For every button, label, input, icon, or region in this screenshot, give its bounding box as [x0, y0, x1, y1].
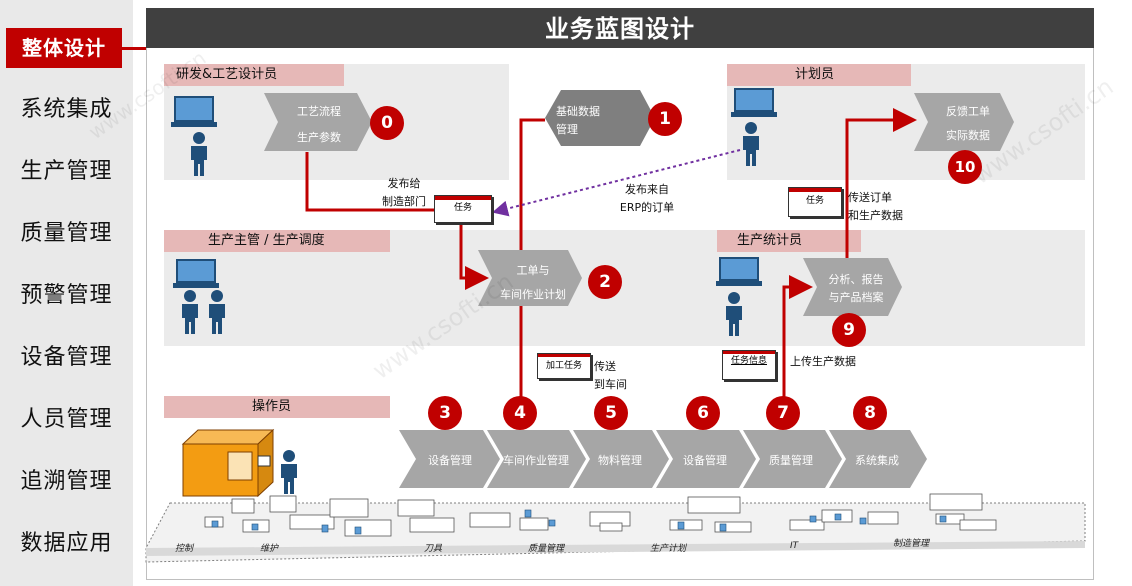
chevron-shape-8 [829, 430, 927, 488]
connector-process0-to-task [305, 152, 434, 212]
process-shape-9 [803, 258, 902, 316]
connector-process9-to-process10 [845, 108, 917, 260]
base-label-maintenance: 维护 [260, 544, 279, 554]
connector-erp-order [492, 149, 741, 217]
role-planner: 计划员 [727, 64, 911, 86]
step-number-1: 1 [648, 102, 682, 136]
active-indicator-line [122, 47, 148, 50]
process-shape-0 [264, 93, 372, 151]
chevron-shape-5 [573, 430, 669, 488]
connector-quality-to-process9 [782, 275, 813, 410]
chevron-label-quality-management: 质量管理 [769, 454, 813, 467]
process-10-label: 反馈工单 实际数据 [946, 105, 990, 142]
sidebar-item-production-management[interactable]: 生产管理 [20, 159, 113, 184]
label-upload-data: 上传生产数据 [790, 355, 856, 368]
sidebar-item-traceability-management[interactable]: 追溯管理 [20, 469, 113, 494]
doc-task-info: 任务信息 [722, 350, 776, 380]
doc-task-1: 任务 [434, 195, 492, 223]
base-label-production-plan: 生产计划 [650, 544, 687, 554]
person-icon-operator [281, 450, 297, 494]
sidebar-item-overall-design[interactable]: 整体设计 [6, 28, 122, 68]
chevron-label-equipment-management: 设备管理 [428, 454, 472, 467]
chevron-label-workshop-management: 车间作业管理 [503, 454, 569, 467]
base-label-manufacturing: 制造管理 [893, 539, 930, 549]
process-shape-1 [545, 90, 655, 146]
person-icon-statistician [726, 292, 742, 336]
chevron-label-material-management: 物料管理 [598, 454, 642, 467]
connector-task-to-process2 [459, 222, 489, 290]
process-shape-10 [914, 93, 1014, 151]
chevron-shape-6 [656, 430, 756, 488]
base-label-it: IT [790, 541, 799, 551]
step-number-9: 9 [832, 313, 866, 347]
base-label-control: 控制 [175, 544, 194, 554]
computer-icon-statistician [716, 257, 762, 286]
computer-icon-planner [731, 88, 777, 117]
step-number-5: 5 [594, 396, 628, 430]
label-send-to-shop: 传送 到车间 [594, 360, 627, 391]
doc-processing-task: 加工任务 [537, 353, 591, 379]
step-number-10: 10 [948, 150, 982, 184]
base-label-tools: 刀具 [424, 544, 443, 554]
computer-icon-supervisor [173, 259, 219, 288]
base-label-quality: 质量管理 [528, 544, 565, 554]
label-publish: 发布给 制造部门 [382, 177, 426, 208]
sidebar-item-data-application[interactable]: 数据应用 [20, 531, 113, 556]
label-erp-order: 发布来自 ERP的订单 [619, 183, 675, 214]
sidebar-item-system-integration[interactable]: 系统集成 [20, 97, 113, 122]
step-number-4: 4 [503, 396, 537, 430]
step-number-6: 6 [686, 396, 720, 430]
page-title: 业务蓝图设计 [146, 8, 1094, 48]
sidebar [0, 0, 133, 586]
chevron-label-system-integration: 系统集成 [855, 454, 899, 467]
step-number-8: 8 [853, 396, 887, 430]
connector-process1-to-process2 [519, 118, 545, 250]
step-number-3: 3 [428, 396, 462, 430]
doc-task-2: 任务 [788, 187, 842, 217]
process-shape-2 [478, 250, 582, 306]
step-number-7: 7 [766, 396, 800, 430]
chevron-label-equipment-management-2: 设备管理 [683, 454, 727, 467]
watermark-3: www.csofti.cn [84, 46, 210, 144]
cnc-machine-icon [181, 428, 275, 498]
sidebar-item-warning-management[interactable]: 预警管理 [20, 283, 113, 308]
sidebar-item-equipment-management[interactable]: 设备管理 [20, 345, 113, 370]
process-1-label: 基础数据 管理 [556, 105, 600, 136]
role-operator: 操作员 [164, 396, 390, 418]
role-rd-designer: 研发&工艺设计员 [164, 64, 344, 86]
person-icons-supervisor [182, 290, 225, 334]
role-supervisor: 生产主管 / 生产调度 [164, 230, 390, 252]
computer-icon-rd [171, 96, 217, 127]
process-9-label: 分析、报告 与产品档案 [828, 273, 884, 304]
chevron-shape-4 [487, 430, 586, 488]
step-number-2: 2 [588, 265, 622, 299]
step-number-0: 0 [370, 106, 404, 140]
role-statistician: 生产统计员 [717, 230, 861, 252]
sidebar-item-personnel-management[interactable]: 人员管理 [20, 407, 113, 432]
process-2-label: 工单与 车间作业计划 [500, 264, 566, 301]
chevron-shape-3 [399, 430, 500, 488]
person-icon-rd [191, 132, 207, 176]
process-0-label: 工艺流程 生产参数 [297, 105, 341, 144]
sidebar-item-quality-management[interactable]: 质量管理 [20, 221, 113, 246]
label-send-order: 传送订单 和生产数据 [848, 191, 903, 222]
person-icon-planner [743, 122, 759, 166]
chevron-shape-7 [743, 430, 842, 488]
